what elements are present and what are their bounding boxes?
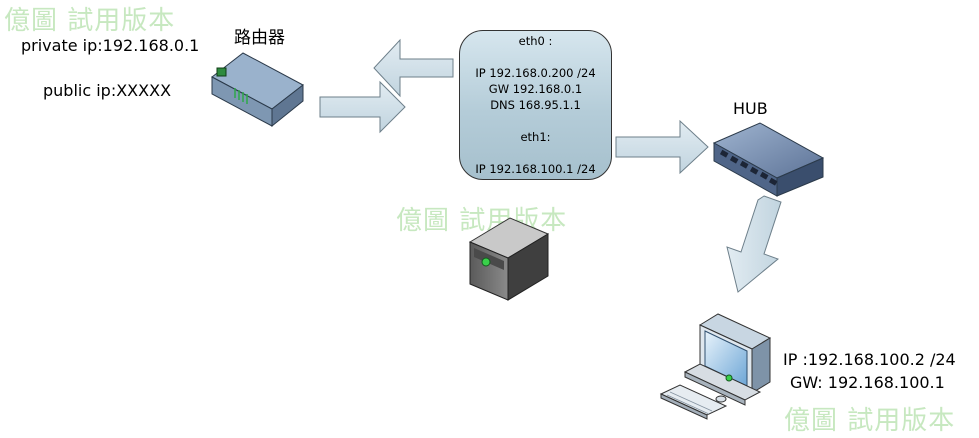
spacer-line [460,145,611,161]
arrow-to-computer [726,195,782,293]
hub-icon [712,122,825,197]
watermark-top-left: 億圖 試用版本 [4,6,176,36]
hub-label: HUB [733,99,768,118]
spacer-line [460,49,611,65]
router-title: 路由器 [234,28,285,48]
server-config-box: eth0 : IP 192.168.0.200 /24 GW 192.168.0… [459,30,612,180]
watermark-bottom-right: 億圖 試用版本 [784,406,956,436]
router-public-ip: public ip:XXXXX [43,81,172,100]
eth1-ip: IP 192.168.100.1 /24 [475,162,596,176]
computer-icon [659,313,772,420]
router-icon [211,52,304,128]
spacer-line [460,113,611,129]
client-ip: IP :192.168.100.2 /24 [783,350,956,369]
arrow-to-hub [615,119,709,175]
client-gateway: GW: 192.168.100.1 [790,373,945,392]
eth0-label: eth0 : [518,34,553,48]
eth1-label: eth1: [520,130,551,144]
arrow-to-server [319,80,406,134]
eth0-gateway: GW 192.168.0.1 [488,82,583,96]
eth0-dns: DNS 168.95.1.1 [490,98,581,112]
router-private-ip: private ip:192.168.0.1 [21,36,200,55]
arrow-to-router [373,38,454,98]
server-icon [468,217,550,301]
eth0-ip: IP 192.168.0.200 /24 [475,66,596,80]
